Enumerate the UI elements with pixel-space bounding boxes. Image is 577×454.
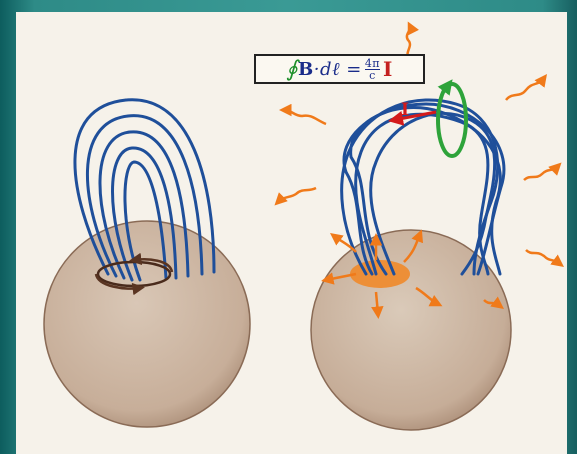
current-symbol: I — [383, 57, 393, 81]
field-b-symbol: B — [298, 59, 314, 80]
contour-integral-symbol: ∮ — [286, 57, 298, 82]
fraction-denominator: c — [369, 70, 376, 81]
emission-arrow-icon — [278, 188, 316, 202]
emission-arrow-icon — [284, 110, 326, 124]
dot-dl-text: ·dℓ = — [314, 59, 362, 80]
four-pi-over-c-fraction: 4π c — [365, 58, 380, 81]
emission-arrow-icon — [524, 166, 558, 180]
left-sun-panel — [44, 100, 250, 427]
fraction-numerator: 4π — [365, 58, 380, 69]
sun-sphere-left — [44, 221, 250, 427]
current-label: I — [401, 100, 409, 120]
emission-arrow-icon — [526, 250, 560, 264]
right-sun-panel — [278, 26, 560, 430]
emission-arrow-icon — [506, 78, 544, 100]
ampere-law-equation: ∮ B ·dℓ = 4π c I — [254, 54, 425, 84]
drawing-sheet: ∮ B ·dℓ = 4π c I I — [16, 12, 567, 454]
